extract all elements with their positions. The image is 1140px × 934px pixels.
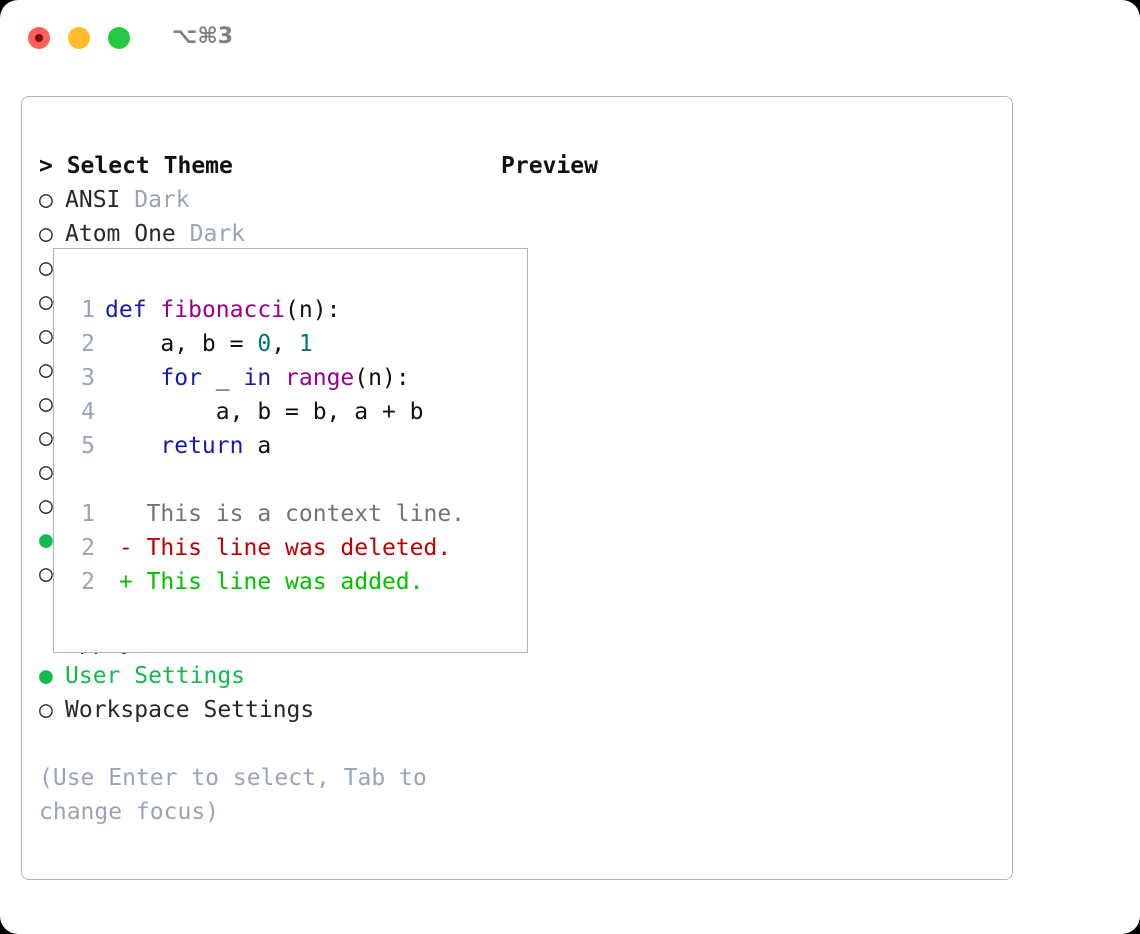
code-token-add: + This line was added. [105,569,424,595]
apply-to-option-list[interactable]: ● User Settings ○ Workspace Settings [39,659,479,727]
theme-option-variant: Dark [120,187,190,213]
code-token-num: 1 [298,331,313,357]
radio-unselected-icon: ○ [39,187,53,213]
radio-selected-icon: ● [39,527,53,553]
line-number: 2 [81,331,95,357]
code-token-txt: a [243,433,272,459]
theme-option-variant: Dark [175,221,246,247]
keyboard-hint-text: (Use Enter to select, Tab to change focu… [39,765,441,825]
code-token-kw: for [160,365,202,391]
code-token-del: - This line was deleted. [105,535,452,561]
code-token-txt: _ [201,365,244,391]
minimize-window-button[interactable] [68,27,90,49]
radio-unselected-icon: ○ [39,255,53,281]
theme-option-ansi[interactable]: ○ ANSI Dark [39,183,479,217]
code-token-num: 0 [257,331,272,357]
radio-selected-icon: ● [39,663,53,689]
radio-unselected-icon: ○ [39,357,53,383]
theme-option-atom-one[interactable]: ○ Atom One Dark [39,217,479,251]
code-line [71,463,465,497]
line-number: 1 [81,297,95,323]
code-line: 1 def fibonacci(n): [71,293,465,327]
code-token-kw: in [243,365,272,391]
code-token-txt: (n): [354,365,410,391]
radio-unselected-icon: ○ [39,697,53,723]
code-token-txt [105,433,160,459]
code-line: 2 a, b = 0, 1 [71,327,465,361]
select-theme-header: > Select Theme [39,153,233,179]
radio-unselected-icon: ○ [39,289,53,315]
radio-unselected-icon: ○ [39,493,53,519]
code-line: 4 a, b = b, a + b [71,395,465,429]
code-token-txt: (n): [285,297,341,323]
apply-to-option-label: Workspace Settings [65,697,315,723]
line-number: 1 [81,501,95,527]
preview-column: Preview [501,149,991,183]
radio-unselected-icon: ○ [39,459,53,485]
code-token-txt: a, b = [105,331,258,357]
code-line: 2 + This line was added. [71,565,465,599]
code-token-ctx: This is a context line. [105,501,466,527]
theme-selector-panel: > Select Theme ○ANSI Dark○Atom One Dark○… [21,96,1013,880]
apply-to-option-workspace-settings[interactable]: ○ Workspace Settings [39,693,479,727]
radio-unselected-icon: ○ [39,391,53,417]
close-window-button[interactable] [28,27,50,49]
theme-option-label: Atom One [65,221,176,247]
code-line: 3 for _ in range(n): [71,361,465,395]
code-line: 2 - This line was deleted. [71,531,465,565]
radio-unselected-icon: ○ [39,425,53,451]
maximize-window-button[interactable] [108,27,130,49]
line-number: 3 [81,365,95,391]
line-number: 2 [81,569,95,595]
apply-to-option-user-settings[interactable]: ● User Settings [39,659,479,693]
code-token-txt [147,297,161,323]
code-token-kw: return [160,433,244,459]
code-token-txt [105,365,160,391]
theme-option-label: ANSI [65,187,121,213]
code-token-txt: a, b = b, a + b [105,399,424,425]
radio-unselected-icon: ○ [39,221,53,247]
apply-to-option-label: User Settings [65,663,246,689]
code-token-txt [271,365,285,391]
window-titlebar: ⌥⌘3 [0,0,1140,76]
code-line: 5 return a [71,429,465,463]
keyboard-shortcut-label: ⌥⌘3 [172,24,234,49]
code-token-txt: , [271,331,299,357]
code-token-kw: def [105,297,147,323]
line-number: 2 [81,535,95,561]
radio-unselected-icon: ○ [39,323,53,349]
radio-unselected-icon: ○ [39,561,53,587]
line-number: 4 [81,399,95,425]
code-token-fn: range [285,365,355,391]
code-line: 1 This is a context line. [71,497,465,531]
line-number: 5 [81,433,95,459]
code-token-fn: fibonacci [160,297,286,323]
hint-spacer [39,727,479,761]
preview-header: Preview [501,153,598,179]
